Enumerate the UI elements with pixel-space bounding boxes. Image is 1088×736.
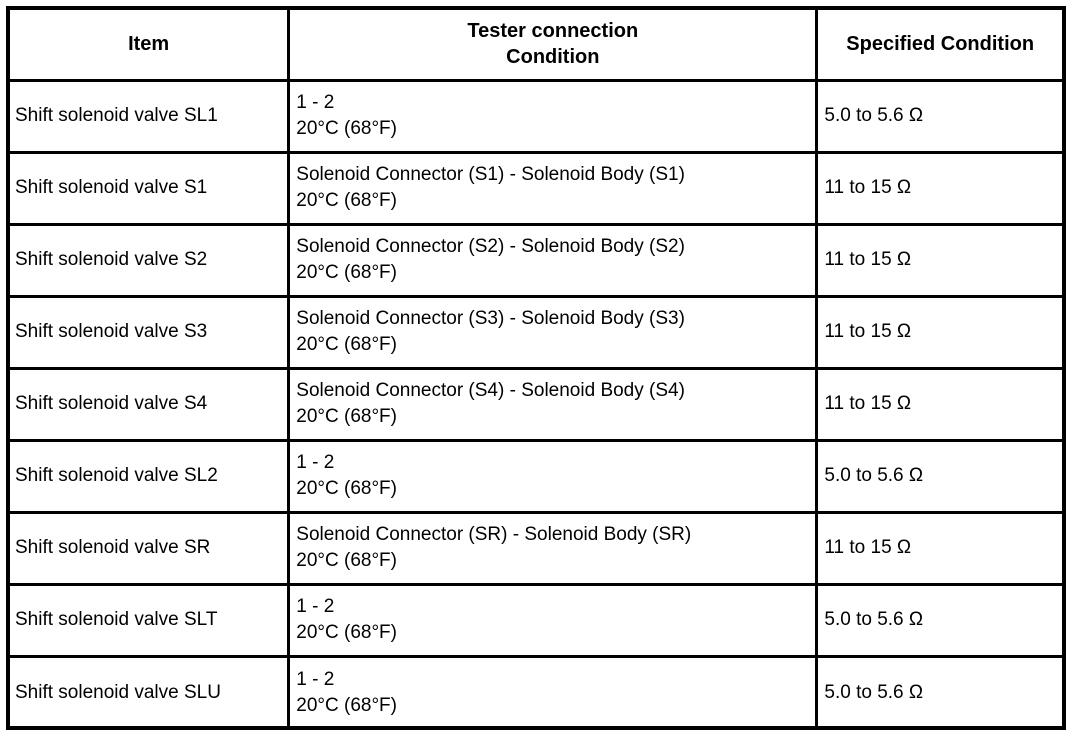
item-cell: Shift solenoid valve S4 <box>10 366 291 442</box>
table-row: Shift solenoid valve SL1 1 - 2 20°C (68°… <box>10 78 1062 154</box>
item-cell: Shift solenoid valve SLU <box>10 654 291 728</box>
tester-connection-cell: Solenoid Connector (S4) - Solenoid Body … <box>287 366 819 442</box>
specified-condition-value: 5.0 to 5.6 Ω <box>824 681 924 703</box>
item-cell: Shift solenoid valve SLT <box>10 582 291 658</box>
header-cell-specified-condition: Specified Condition <box>815 10 1062 82</box>
item-label: Shift solenoid valve S1 <box>15 177 208 198</box>
tester-connection-cell: 1 - 2 20°C (68°F) <box>287 78 819 154</box>
tester-connection-value: 1 - 2 <box>296 596 335 617</box>
header-row: Item Tester connection Condition Specifi… <box>10 10 1062 82</box>
item-cell: Shift solenoid valve SL2 <box>10 438 291 514</box>
specified-condition-cell: 11 to 15 Ω <box>815 150 1062 226</box>
tester-connection-cell: 1 - 2 20°C (68°F) <box>287 438 819 514</box>
tester-connection-value: 1 - 2 <box>296 668 335 690</box>
specified-condition-value: 5.0 to 5.6 Ω <box>824 609 924 630</box>
table-row: Shift solenoid valve SL2 1 - 2 20°C (68°… <box>10 438 1062 514</box>
specified-condition-value: 11 to 15 Ω <box>824 177 912 198</box>
condition-value: 20°C (68°F) <box>296 334 397 355</box>
specified-condition-cell: 11 to 15 Ω <box>815 510 1062 586</box>
specified-condition-cell: 5.0 to 5.6 Ω <box>815 582 1062 658</box>
tester-connection-value: 1 - 2 <box>296 452 335 473</box>
condition-value: 20°C (68°F) <box>296 406 397 427</box>
specified-condition-value: 11 to 15 Ω <box>824 321 912 342</box>
header-cell-item: Item <box>10 10 291 82</box>
condition-value: 20°C (68°F) <box>296 118 397 139</box>
tester-connection-cell: Solenoid Connector (SR) - Solenoid Body … <box>287 510 819 586</box>
specified-condition-cell: 5.0 to 5.6 Ω <box>815 654 1062 728</box>
tester-connection-value: Solenoid Connector (S2) - Solenoid Body … <box>296 236 685 257</box>
table-row: Shift solenoid valve SR Solenoid Connect… <box>10 510 1062 586</box>
item-label: Shift solenoid valve SL2 <box>15 465 218 486</box>
condition-value: 20°C (68°F) <box>296 190 397 211</box>
tester-connection-value: Solenoid Connector (SR) - Solenoid Body … <box>296 524 692 545</box>
item-label: Shift solenoid valve SL1 <box>15 105 218 126</box>
item-label: Shift solenoid valve SLU <box>15 681 221 703</box>
solenoid-spec-table-frame: Item Tester connection Condition Specifi… <box>6 6 1066 730</box>
header-item-label: Item <box>128 33 170 56</box>
table-row: Shift solenoid valve SLU 1 - 2 20°C (68°… <box>10 654 1062 728</box>
header-cell-tester-connection: Tester connection Condition <box>287 10 819 82</box>
specified-condition-cell: 5.0 to 5.6 Ω <box>815 438 1062 514</box>
header-tester-connection-label: Tester connection <box>467 20 639 43</box>
condition-value: 20°C (68°F) <box>296 550 397 571</box>
tester-connection-cell: Solenoid Connector (S3) - Solenoid Body … <box>287 294 819 370</box>
solenoid-spec-table: Item Tester connection Condition Specifi… <box>10 10 1062 728</box>
item-cell: Shift solenoid valve SR <box>10 510 291 586</box>
item-label: Shift solenoid valve S2 <box>15 249 208 270</box>
table-row: Shift solenoid valve S2 Solenoid Connect… <box>10 222 1062 298</box>
tester-connection-value: Solenoid Connector (S3) - Solenoid Body … <box>296 308 685 329</box>
header-specified-condition-label: Specified Condition <box>846 33 1035 56</box>
specified-condition-cell: 11 to 15 Ω <box>815 294 1062 370</box>
table-header: Item Tester connection Condition Specifi… <box>10 10 1062 82</box>
tester-connection-value: Solenoid Connector (S1) - Solenoid Body … <box>296 164 685 185</box>
item-cell: Shift solenoid valve S1 <box>10 150 291 226</box>
item-label: Shift solenoid valve S4 <box>15 393 208 414</box>
condition-value: 20°C (68°F) <box>296 262 397 283</box>
specified-condition-value: 11 to 15 Ω <box>824 393 912 414</box>
table-row: Shift solenoid valve SLT 1 - 2 20°C (68°… <box>10 582 1062 658</box>
specified-condition-value: 5.0 to 5.6 Ω <box>824 465 924 486</box>
specified-condition-cell: 11 to 15 Ω <box>815 222 1062 298</box>
condition-value: 20°C (68°F) <box>296 694 397 716</box>
item-cell: Shift solenoid valve S3 <box>10 294 291 370</box>
specified-condition-cell: 11 to 15 Ω <box>815 366 1062 442</box>
tester-connection-value: 1 - 2 <box>296 92 335 113</box>
tester-connection-cell: Solenoid Connector (S2) - Solenoid Body … <box>287 222 819 298</box>
table-row: Shift solenoid valve S3 Solenoid Connect… <box>10 294 1062 370</box>
table-body: Shift solenoid valve SL1 1 - 2 20°C (68°… <box>10 78 1062 728</box>
tester-connection-cell: 1 - 2 20°C (68°F) <box>287 654 819 728</box>
condition-value: 20°C (68°F) <box>296 622 397 643</box>
tester-connection-cell: Solenoid Connector (S1) - Solenoid Body … <box>287 150 819 226</box>
specified-condition-value: 11 to 15 Ω <box>824 249 912 270</box>
item-label: Shift solenoid valve SR <box>15 537 211 558</box>
specified-condition-cell: 5.0 to 5.6 Ω <box>815 78 1062 154</box>
item-cell: Shift solenoid valve SL1 <box>10 78 291 154</box>
condition-value: 20°C (68°F) <box>296 478 397 499</box>
table-row: Shift solenoid valve S1 Solenoid Connect… <box>10 150 1062 226</box>
tester-connection-cell: 1 - 2 20°C (68°F) <box>287 582 819 658</box>
tester-connection-value: Solenoid Connector (S4) - Solenoid Body … <box>296 380 685 401</box>
header-condition-label: Condition <box>506 46 600 69</box>
item-label: Shift solenoid valve SLT <box>15 609 218 630</box>
item-cell: Shift solenoid valve S2 <box>10 222 291 298</box>
table-row: Shift solenoid valve S4 Solenoid Connect… <box>10 366 1062 442</box>
item-label: Shift solenoid valve S3 <box>15 321 208 342</box>
specified-condition-value: 11 to 15 Ω <box>824 537 912 558</box>
specified-condition-value: 5.0 to 5.6 Ω <box>824 105 924 126</box>
